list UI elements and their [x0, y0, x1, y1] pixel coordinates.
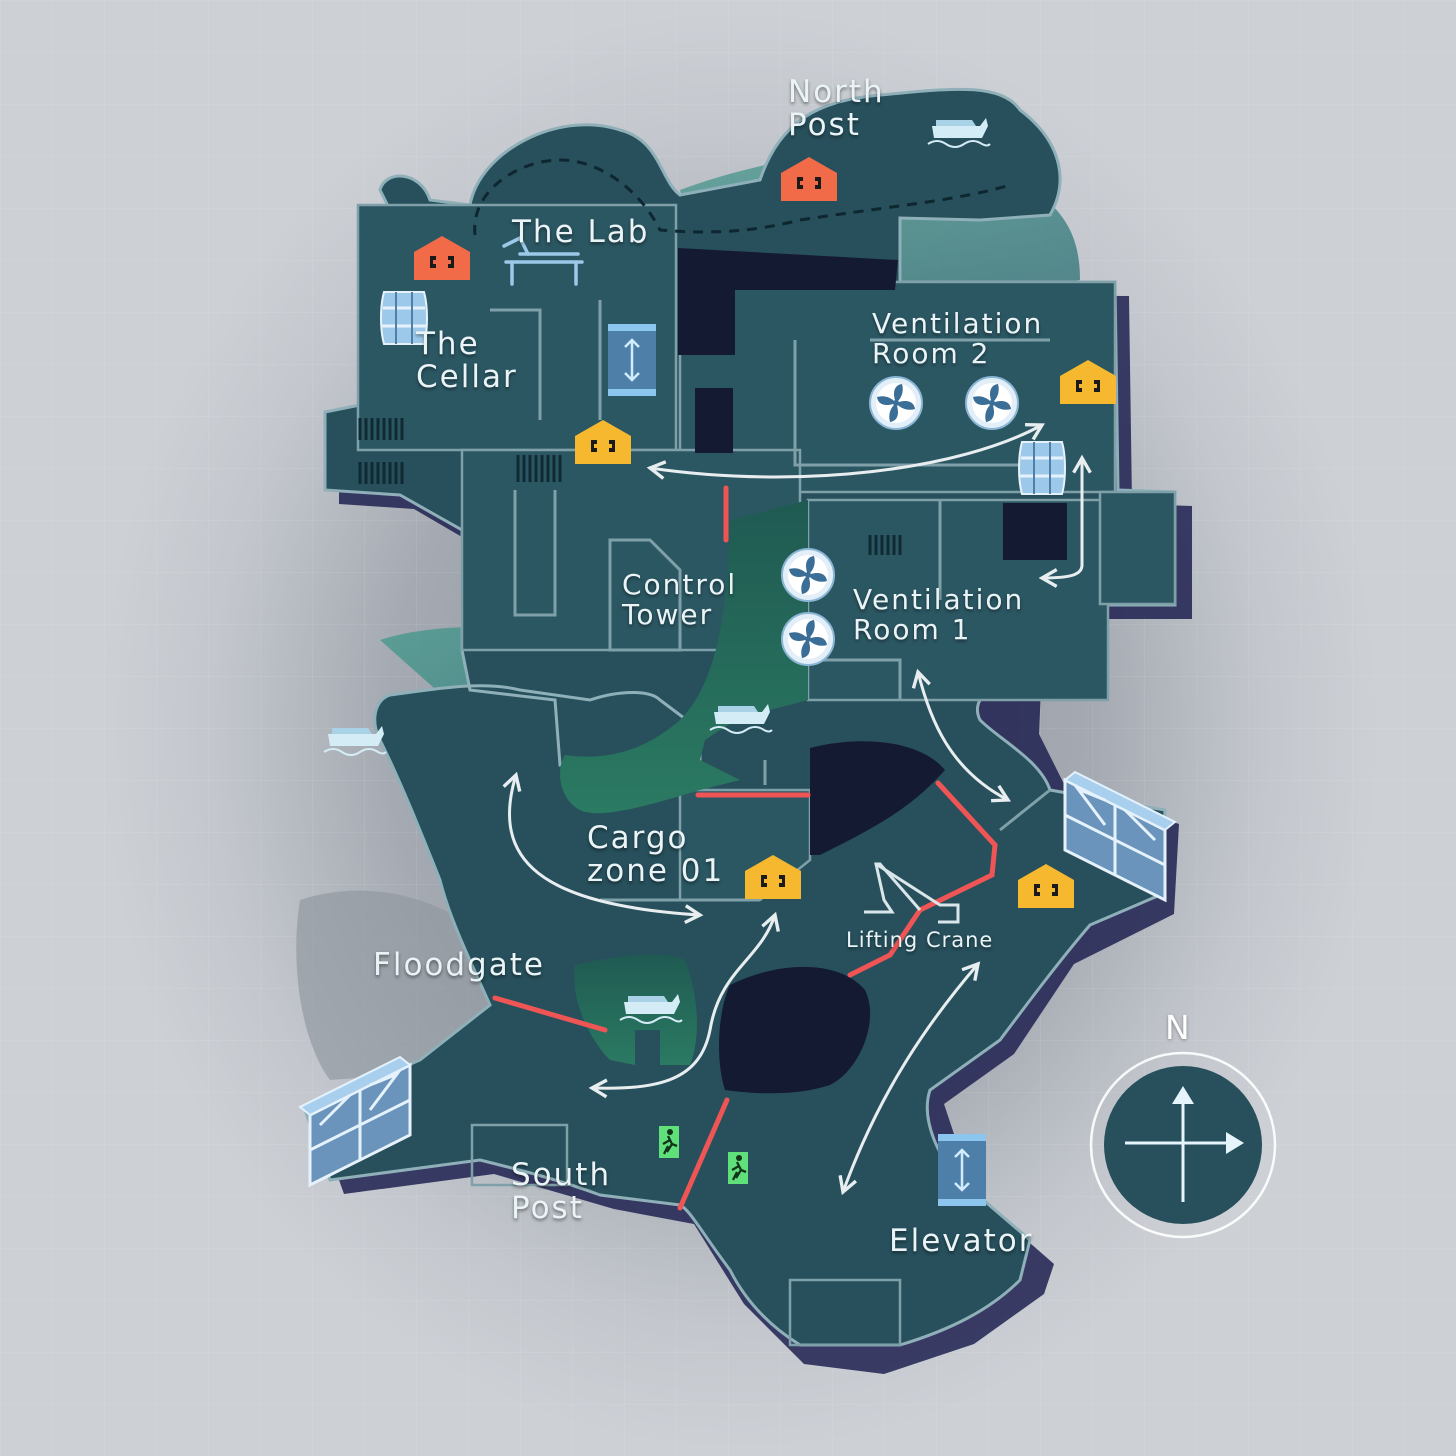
emergency-exit-icon: [657, 1124, 681, 1160]
spawn-shelter-icon[interactable]: [414, 236, 470, 280]
floor-grates: [358, 418, 902, 555]
label-ventilation-room-2: Ventilation Room 2: [872, 307, 1044, 371]
container-icon: [298, 1055, 412, 1187]
spawn-shelter-icon[interactable]: [1060, 360, 1116, 404]
barrier-lines: [492, 485, 998, 1211]
compass-north-label: N: [1165, 1008, 1190, 1047]
spawn-shelter-icon[interactable]: [745, 855, 801, 899]
spawn-shelter-icon[interactable]: [1018, 864, 1074, 908]
label-south-post: South Post: [511, 1157, 612, 1227]
label-control-tower: Control Tower: [622, 568, 738, 632]
fan-icon: [869, 376, 923, 430]
label-elevator: Elevator: [889, 1223, 1034, 1259]
elevator-icon[interactable]: [606, 322, 658, 398]
fan-icon: [781, 548, 835, 602]
label-cargo-zone-01: Cargo zone 01: [587, 820, 725, 890]
label-north-post: North Post: [788, 74, 885, 144]
dashed-track: [473, 158, 1011, 236]
label-lifting-crane: Lifting Crane: [846, 928, 994, 952]
lab-bed-icon: [502, 235, 584, 286]
elevator-icon[interactable]: [936, 1132, 988, 1208]
label-the-cellar: The Cellar: [416, 326, 518, 396]
route-arrows: [502, 423, 1092, 1196]
boat-icon: [619, 993, 683, 1024]
label-floodgate: Floodgate: [373, 947, 545, 983]
label-the-lab: The Lab: [512, 214, 650, 250]
fan-icon: [781, 612, 835, 666]
crane-icon: [864, 862, 960, 924]
spawn-shelter-icon[interactable]: [575, 420, 631, 464]
compass-icon[interactable]: [1089, 1051, 1277, 1239]
barrel-icon: [1017, 440, 1067, 496]
boat-icon: [323, 725, 387, 756]
spawn-shelter-icon[interactable]: [781, 157, 837, 201]
container-icon: [1063, 770, 1177, 902]
fan-icon: [965, 376, 1019, 430]
emergency-exit-icon: [726, 1150, 750, 1186]
boat-icon: [927, 117, 991, 148]
boat-icon: [709, 703, 773, 734]
label-ventilation-room-1: Ventilation Room 1: [853, 583, 1025, 647]
